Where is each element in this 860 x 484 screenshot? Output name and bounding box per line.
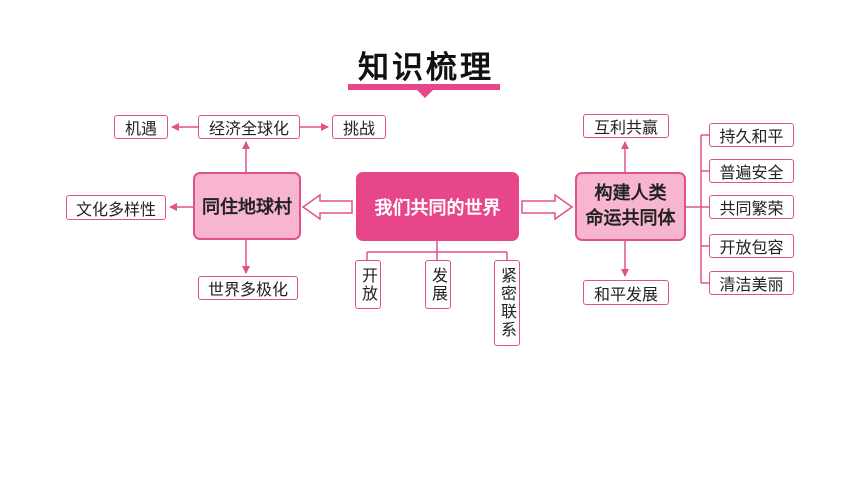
node-multipolarity: 世界多极化 xyxy=(198,276,298,300)
node-challenge: 挑战 xyxy=(332,115,386,139)
right-item-lasting-peace: 持久和平 xyxy=(709,123,794,147)
title-pointer-icon xyxy=(417,90,433,98)
community-line-1: 构建人类 xyxy=(594,183,667,205)
node-our-common-world: 我们共同的世界 xyxy=(356,172,519,241)
right-item-clean-beautiful: 清洁美丽 xyxy=(709,271,794,295)
node-opportunity: 机遇 xyxy=(114,115,168,139)
branch-close-connection: 紧密联系 xyxy=(494,260,520,346)
node-mutual-benefit: 互利共赢 xyxy=(583,114,669,138)
branch-opening: 开放 xyxy=(355,260,381,309)
branch-development: 发展 xyxy=(425,260,451,309)
block-arrow-right-icon xyxy=(521,193,574,221)
right-item-common-prosperity: 共同繁荣 xyxy=(709,195,794,219)
page-title: 知识梳理 xyxy=(358,50,494,86)
right-item-openness-inclusiveness: 开放包容 xyxy=(709,234,794,258)
node-economic-globalization: 经济全球化 xyxy=(198,115,300,139)
right-item-common-security: 普遍安全 xyxy=(709,159,794,183)
node-peaceful-development: 和平发展 xyxy=(583,280,669,305)
block-arrow-left-icon xyxy=(301,193,353,221)
node-community-shared-future: 构建人类 命运共同体 xyxy=(575,172,686,241)
title-underline xyxy=(348,84,500,90)
node-cultural-diversity: 文化多样性 xyxy=(66,195,166,220)
community-line-2: 命运共同体 xyxy=(585,207,676,229)
node-global-village: 同住地球村 xyxy=(193,172,301,240)
